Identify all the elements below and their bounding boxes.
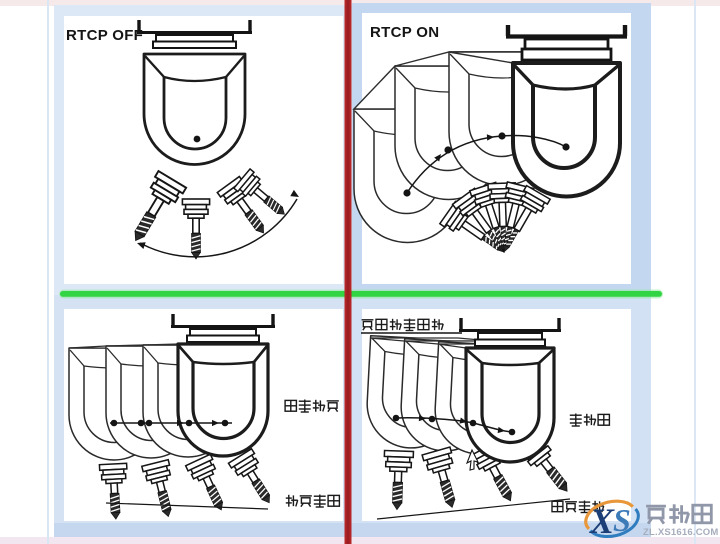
svg-text:RTCP OFF: RTCP OFF <box>66 27 143 44</box>
svg-text:S: S <box>613 502 631 538</box>
svg-text:RTCP ON: RTCP ON <box>370 24 439 41</box>
svg-text:X: X <box>589 501 615 541</box>
svg-text:ZL.XS1616.COM: ZL.XS1616.COM <box>643 527 718 538</box>
